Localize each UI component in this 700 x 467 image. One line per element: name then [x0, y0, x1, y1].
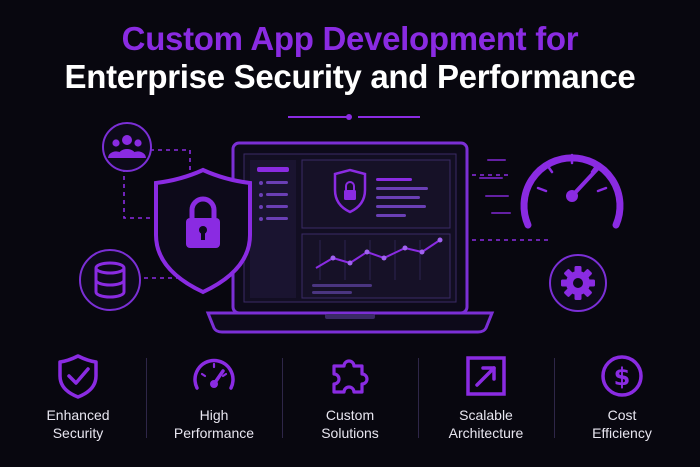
- title-line-1: Custom App Development for: [121, 20, 579, 57]
- feature-label-line1: Cost: [607, 407, 637, 423]
- feature-label-line2: Architecture: [448, 425, 524, 441]
- feature-label-line1: Custom: [325, 407, 375, 423]
- laptop-dashboard: [205, 141, 495, 334]
- feature-cost-efficiency: $ Cost Efficiency: [554, 350, 690, 460]
- feature-scalable-architecture: Scalable Architecture: [418, 350, 554, 460]
- feature-label-line1: High: [199, 407, 229, 423]
- speedometer-icon: [479, 153, 624, 229]
- feature-label-line2: Security: [52, 425, 104, 441]
- users-icon: [102, 122, 152, 172]
- gauge-icon: [193, 358, 235, 390]
- feature-label-line2: Performance: [173, 425, 255, 441]
- dollar-icon: $: [601, 355, 643, 397]
- hero-illustration: [79, 122, 624, 334]
- database-icon: [79, 249, 141, 311]
- feature-enhanced-security: Enhanced Security: [10, 350, 146, 460]
- gear-icon: [549, 254, 607, 312]
- features-row: Enhanced Security High Performance Custo…: [10, 350, 690, 460]
- feature-high-performance: High Performance: [146, 350, 282, 460]
- shield-lock-icon: [154, 167, 252, 295]
- puzzle-icon: [332, 359, 369, 394]
- title-divider: [0, 114, 700, 120]
- feature-custom-solutions: Custom Solutions: [282, 350, 418, 460]
- title-line-2: Enterprise Security and Performance: [64, 58, 636, 95]
- feature-label-line1: Enhanced: [46, 407, 110, 423]
- svg-text:$: $: [614, 363, 631, 391]
- feature-label-line2: Solutions: [321, 425, 379, 441]
- feature-label-line1: Scalable: [459, 407, 513, 423]
- scale-arrow-icon: [466, 356, 506, 396]
- shield-check-icon: [58, 354, 98, 399]
- feature-label-line2: Efficiency: [592, 425, 652, 441]
